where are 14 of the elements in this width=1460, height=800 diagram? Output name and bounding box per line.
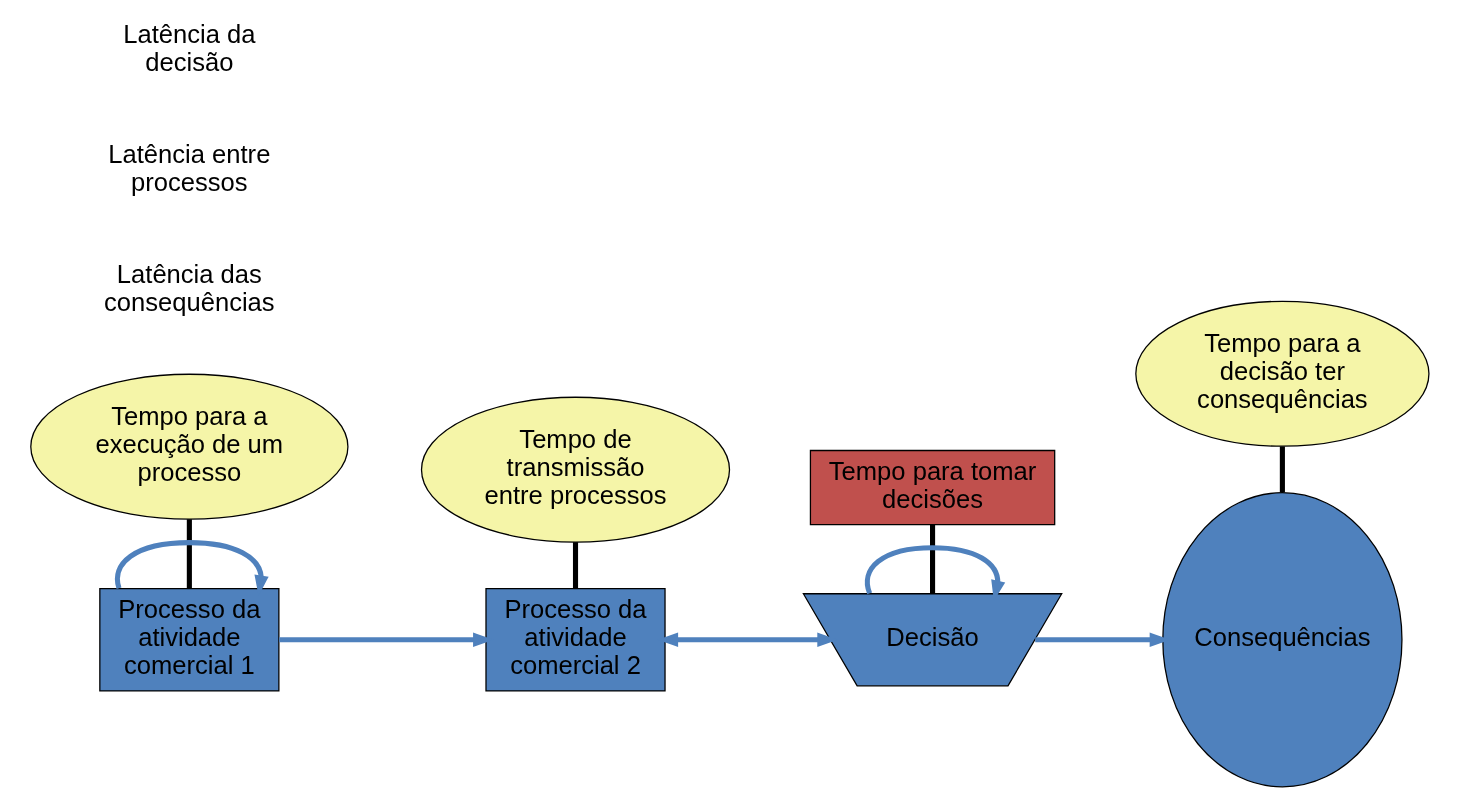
label: Latência da decisão xyxy=(123,19,256,76)
node-box: Processo da atividade comercial 2 xyxy=(485,588,666,692)
connector xyxy=(1279,446,1285,493)
node-box: Processo da atividade comercial 1 xyxy=(99,588,280,692)
node-ellipse: Tempo de transmissão entre processos xyxy=(420,396,731,543)
node-ellipse: Consequências xyxy=(1162,492,1403,788)
label: Latência das consequências xyxy=(104,259,275,317)
connector xyxy=(572,542,579,589)
connector xyxy=(930,524,936,594)
label: Latência entre processos xyxy=(108,139,271,196)
node-box: Tempo para tomar decisões xyxy=(809,449,1056,526)
node-ellipse: Tempo para a execução de um processo xyxy=(30,373,349,520)
connector xyxy=(186,519,192,589)
node-ellipse: Tempo para a decisão ter consequências xyxy=(1135,300,1430,447)
